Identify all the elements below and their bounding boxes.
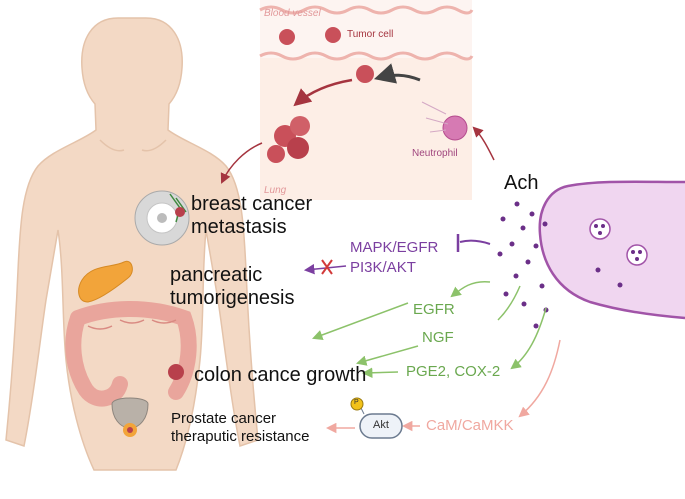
resistance-label: theraputic resistance: [171, 428, 310, 445]
pink-arrows: [325, 339, 561, 434]
colon-tumor: [168, 364, 184, 380]
arrow-lung-to-breast: [220, 142, 263, 184]
lung-label: Lung: [264, 185, 287, 196]
mapk-egfr-label: MAPK/EGFR: [350, 239, 439, 256]
circulating-tumor-cell-2: [325, 27, 341, 43]
ach-label: Ach: [504, 172, 539, 194]
vesicle-1: [589, 218, 611, 240]
arrow-ach-to-lung: [472, 126, 495, 161]
phospho-badge: [350, 397, 364, 411]
bladder-prostate: [111, 397, 149, 437]
vessel-wall-top: [259, 5, 474, 15]
circulating-tumor-cell-1: [279, 29, 295, 45]
collarbone-left: [99, 139, 125, 152]
extravasating-cell: [356, 65, 374, 83]
green-arrows: [312, 280, 547, 379]
pancreas-organ: [78, 260, 133, 303]
egfr-label: EGFR: [413, 301, 455, 318]
colon-organ: [65, 301, 197, 407]
acetylcholine-molecules: [497, 201, 549, 329]
neutrophil-label: Neutrophil: [412, 148, 458, 159]
inset-panel: [259, 0, 474, 200]
neutrophil-cell: [442, 115, 468, 141]
breast-metastasis-label: metastasis: [191, 216, 287, 238]
blood-vessel-label: Blood vessel: [264, 8, 321, 19]
vessel-wall-bottom: [259, 51, 474, 61]
akt-label: Akt: [373, 419, 389, 431]
metastatic-cluster: [267, 116, 310, 163]
akt-node: [350, 397, 403, 439]
nerve-terminal: [538, 180, 685, 320]
purple-inhibition: [303, 234, 491, 275]
pancreatic-label: pancreatic: [170, 264, 263, 286]
colon-growth-label: colon cance growth: [194, 364, 367, 386]
tumorigenesis-label: tumorigenesis: [170, 287, 295, 309]
collarbone-right: [141, 139, 167, 152]
tumor-cell-label: Tumor cell: [347, 29, 394, 40]
pge2-cox2-label: PGE2, COX-2: [406, 363, 501, 380]
cam-camkk-label: CaM/CaMKK: [426, 417, 514, 434]
arrow-neutrophil-to-tumor: [373, 63, 421, 84]
breast-cancer-label: breast cancer: [191, 193, 313, 215]
arrow-tumor-to-cluster: [293, 78, 353, 107]
prostate-label: Prostate cancer: [171, 410, 277, 427]
pi3k-akt-label: PI3K/AKT: [350, 259, 416, 276]
ngf-label: NGF: [422, 329, 454, 346]
breast-tissue: [134, 190, 190, 246]
net-fibers: [421, 101, 449, 133]
vesicle-2: [626, 244, 648, 266]
phospho-label: P: [354, 399, 359, 406]
